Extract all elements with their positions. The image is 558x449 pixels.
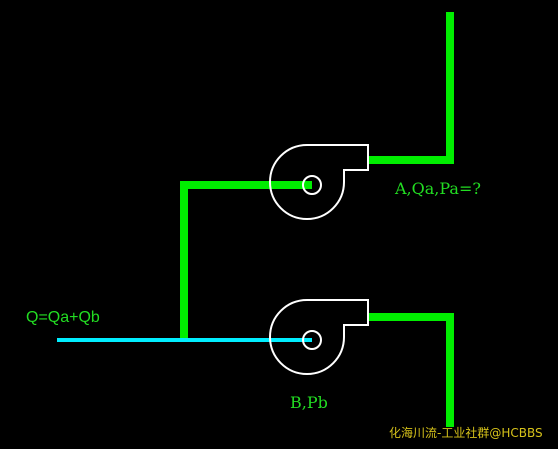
duct-a-inlet [180, 181, 312, 342]
watermark: 化海川流-工业社群@HCBBS [389, 426, 543, 440]
duct-b-outlet [368, 313, 454, 427]
fan-b [269, 299, 369, 375]
fan-a [269, 144, 369, 220]
fan-b-label: B,Pb [290, 393, 328, 412]
fan-a-casing [269, 144, 369, 220]
total-flow-label: Q=Qa+Qb [26, 309, 100, 326]
fan-a-label: A,Qa,Pa=? [395, 179, 481, 198]
duct-a-outlet [368, 12, 454, 164]
fan-b-casing [269, 299, 369, 375]
fan-a-hub [302, 175, 322, 195]
fan-b-hub [302, 330, 322, 350]
